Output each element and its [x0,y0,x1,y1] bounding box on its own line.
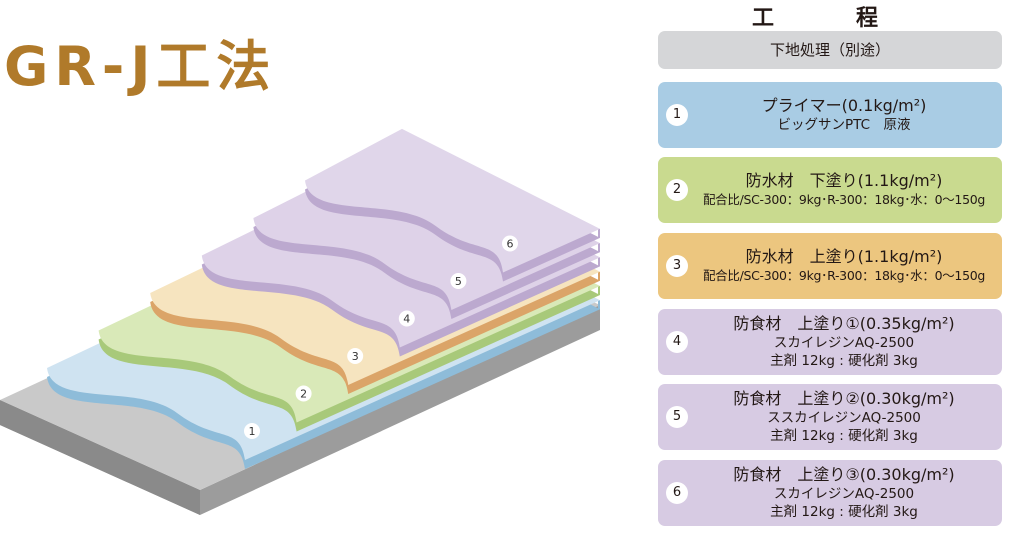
layer-1-marker [244,423,260,439]
layer-6-edge [598,228,600,238]
step-title: 防水材 上塗り(1.1kg/m²) [745,247,943,266]
layer-5-edge [598,243,600,253]
layer-3-marker [347,348,364,364]
step-number: 3 [666,255,688,277]
layer-1-label: 1 [249,425,256,438]
step-title: 防水材 下塗り(1.1kg/m²) [745,171,943,190]
step-mix: 主剤 12kg : 硬化剤 3kg [770,428,918,444]
substrate-label: 下地処理（別途） [769,41,890,59]
layer-3-label: 3 [352,350,359,363]
step-5: 5 防食材 上塗り②(0.30kg/m²) ススカイレジンAQ-2500 主剤 12… [658,384,1002,450]
layer-diagram: 1 2 3 4 5 6 [0,128,601,515]
step-number: 6 [666,482,688,504]
layer-5-label: 5 [455,275,462,288]
layer-2-edge [598,285,600,295]
page-title: GR-J工法 [4,35,277,98]
step-3: 3 防水材 上塗り(1.1kg/m²) 配合比/SC-300：9kg･R-300：… [658,233,1002,299]
layer-6-marker [502,235,518,252]
step-1: 1 プライマー(0.1kg/m²) ビッグサンPTC 原液 [658,82,1002,148]
layer-4-edge [598,257,600,267]
step-material: ススカイレジンAQ-2500 [767,410,921,426]
base-slab-front [0,400,200,515]
layer-2-marker [295,385,312,402]
step-number: 4 [666,331,688,353]
step-mix: 主剤 12kg : 硬化剤 3kg [770,353,918,369]
layer-6-label: 6 [507,238,514,251]
step-material: ビッグサンPTC 原液 [777,117,911,133]
step-number: 5 [666,406,688,428]
step-title: プライマー(0.1kg/m²) [761,96,927,115]
step-title: 防食材 上塗り①(0.35kg/m²) [733,314,955,333]
layer-3-edge [598,271,600,281]
layer-2-label: 2 [300,388,307,401]
step-title: 防食材 上塗り②(0.30kg/m²) [733,389,955,408]
step-number: 1 [666,104,688,126]
layer-4-label: 4 [403,313,410,326]
step-2: 2 防水材 下塗り(1.1kg/m²) 配合比/SC-300：9kg･R-300：… [658,157,1002,223]
step-mix: 主剤 12kg : 硬化剤 3kg [770,504,918,520]
step-4: 4 防食材 上塗り①(0.35kg/m²) スカイレジンAQ-2500 主剤 12k… [658,309,1002,375]
layer-4-marker [398,310,415,327]
step-title: 防食材 上塗り③(0.30kg/m²) [733,465,955,484]
layer-1-edge [598,300,600,310]
step-mix: 配合比/SC-300：9kg･R-300：18kg･水：0〜150g [702,268,986,283]
step-6: 6 防食材 上塗り③(0.30kg/m²) スカイレジンAQ-2500 主剤 12k… [658,460,1002,526]
layer-6-top [305,128,600,273]
step-mix: 配合比/SC-300：9kg･R-300：18kg･水：0〜150g [702,192,986,207]
layer-5-marker [450,273,467,289]
step-number: 2 [666,179,688,201]
substrate-box: 下地処理（別途） [658,31,1002,69]
process-heading: 工 程 [751,6,908,31]
step-material: スカイレジンAQ-2500 [773,335,915,351]
step-material: スカイレジンAQ-2500 [773,486,915,502]
